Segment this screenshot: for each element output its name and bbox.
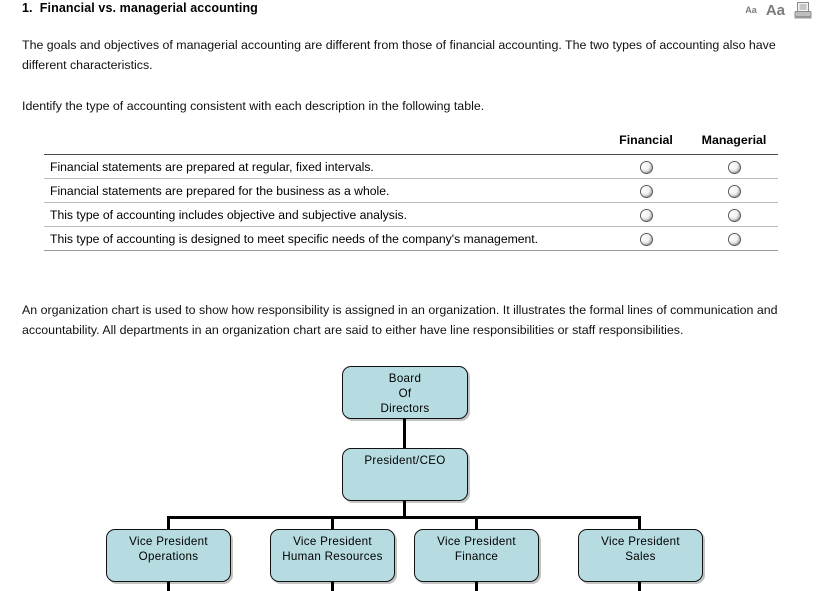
- managerial-option-cell[interactable]: [690, 226, 778, 251]
- managerial-option-cell[interactable]: [690, 154, 778, 179]
- orgchart-paragraph: An organization chart is used to show ho…: [22, 303, 778, 337]
- managerial-option-cell[interactable]: [690, 202, 778, 227]
- decrease-font-size-button[interactable]: Aa: [745, 4, 757, 15]
- column-header-description: [44, 133, 602, 155]
- connector-vp-operations-down: [167, 582, 170, 591]
- radio-financial[interactable]: [639, 232, 653, 246]
- connector-vp-hr-down: [331, 582, 334, 591]
- financial-option-cell[interactable]: [602, 178, 690, 203]
- connector-vp-sales-down: [638, 582, 641, 591]
- connector-president-to-bus: [403, 501, 406, 518]
- increase-font-size-button[interactable]: Aa: [765, 1, 785, 19]
- org-node-board-of-directors[interactable]: Board Of Directors: [342, 366, 468, 419]
- financial-option-cell[interactable]: [602, 154, 690, 179]
- radio-financial[interactable]: [639, 160, 653, 174]
- org-node-vp-finance[interactable]: Vice President Finance: [414, 529, 539, 582]
- radio-managerial[interactable]: [727, 232, 741, 246]
- question-header: 1. Financial vs. managerial accounting A…: [0, 0, 820, 22]
- row-description: Financial statements are prepared at reg…: [44, 154, 602, 179]
- connector-board-to-president: [403, 419, 406, 448]
- page-title: 1. Financial vs. managerial accounting: [22, 1, 258, 15]
- table-header-row: Financial Managerial: [44, 133, 778, 155]
- table-row: This type of accounting is designed to m…: [44, 226, 778, 251]
- connector-vp-finance-down: [475, 582, 478, 591]
- org-node-vp-operations[interactable]: Vice President Operations: [106, 529, 231, 582]
- financial-option-cell[interactable]: [602, 226, 690, 251]
- intro-paragraph: The goals and objectives of managerial a…: [22, 38, 776, 72]
- table-row: Financial statements are prepared for th…: [44, 178, 778, 203]
- radio-managerial[interactable]: [727, 184, 741, 198]
- row-description: Financial statements are prepared for th…: [44, 178, 602, 203]
- radio-financial[interactable]: [639, 208, 653, 222]
- radio-financial[interactable]: [639, 184, 653, 198]
- column-header-managerial: Managerial: [701, 133, 767, 147]
- radio-managerial[interactable]: [727, 208, 741, 222]
- row-description: This type of accounting includes objecti…: [44, 202, 602, 227]
- accounting-type-table: Financial Managerial Financial statement…: [44, 133, 778, 251]
- organization-chart: Board Of Directors President/CEO Vice Pr…: [0, 355, 820, 591]
- managerial-option-cell[interactable]: [690, 178, 778, 203]
- row-description: This type of accounting is designed to m…: [44, 226, 602, 251]
- table-row: Financial statements are prepared at reg…: [44, 154, 778, 179]
- org-node-president-ceo[interactable]: President/CEO: [342, 448, 468, 501]
- financial-option-cell[interactable]: [602, 202, 690, 227]
- org-node-vp-human-resources[interactable]: Vice President Human Resources: [270, 529, 395, 582]
- table-header: Financial Managerial: [44, 133, 778, 155]
- identify-instruction: Identify the type of accounting consiste…: [22, 99, 485, 113]
- connector-horizontal-bus: [167, 516, 641, 519]
- connector-bus-to-vp-hr: [331, 516, 334, 530]
- table-row: This type of accounting includes objecti…: [44, 202, 778, 227]
- toolbar: Aa Aa: [745, 0, 812, 20]
- table-body: Financial statements are prepared at reg…: [44, 154, 778, 251]
- connector-bus-to-vp-finance: [475, 516, 478, 530]
- radio-managerial[interactable]: [727, 160, 741, 174]
- org-node-vp-sales[interactable]: Vice President Sales: [578, 529, 703, 582]
- print-icon[interactable]: [794, 1, 812, 19]
- column-header-financial: Financial: [619, 133, 673, 147]
- connector-bus-to-vp-sales: [638, 516, 641, 530]
- connector-bus-to-vp-operations: [167, 516, 170, 530]
